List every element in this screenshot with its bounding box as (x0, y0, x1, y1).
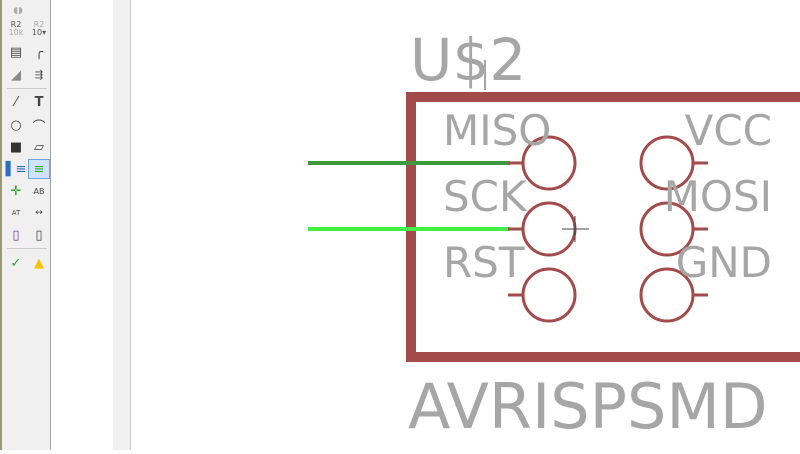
divider (7, 248, 47, 249)
value2-label: R2 (33, 20, 45, 29)
pin-label-sck: SCK (443, 172, 528, 221)
text-icon[interactable]: T (34, 94, 44, 110)
scrollbar[interactable] (113, 0, 131, 450)
optimize-icon[interactable]: ◢ (11, 67, 21, 83)
part-value[interactable]: AVRISPSMD (408, 370, 768, 443)
rectangle-icon[interactable]: ■ (9, 139, 23, 155)
attribute-icon[interactable]: AT (11, 209, 21, 217)
bus-icon[interactable]: ▌≡ (5, 161, 27, 177)
erc-check-icon[interactable]: ✓ (10, 255, 22, 271)
divider (7, 88, 47, 89)
wire-icon[interactable]: ⁄ (14, 94, 18, 110)
net-icon[interactable]: ≡ (28, 159, 50, 179)
part-name[interactable]: U$2 (410, 26, 526, 94)
pin-label-mosi: MOSI (664, 172, 772, 221)
schematic-canvas[interactable]: U$2 MISO SCK RST VCC MOSI GND AVRISPSMD (131, 0, 800, 450)
frame2-icon[interactable]: ▯ (35, 227, 43, 243)
cursor-crosshair (562, 216, 589, 242)
circle-icon[interactable]: ○ (10, 117, 22, 133)
label-icon[interactable]: AB (33, 186, 45, 196)
warning-icon[interactable]: ▲ (34, 255, 44, 271)
pin-label-gnd: GND (676, 238, 772, 287)
pin-label-vcc: VCC (685, 106, 772, 155)
side-panel (52, 0, 113, 450)
dimension-icon[interactable]: ↔ (35, 208, 43, 218)
polygon-icon[interactable]: ▱ (34, 139, 44, 155)
value-sub: 10k (8, 28, 24, 37)
split-icon[interactable]: ◖◗ (13, 6, 23, 16)
frame-icon[interactable]: ▯ (12, 227, 20, 243)
miter-icon[interactable]: ╭ (35, 44, 43, 60)
pin-rst[interactable] (521, 267, 577, 323)
schematic-drawing: U$2 MISO SCK RST VCC MOSI GND AVRISPSMD (308, 26, 800, 443)
pin-label-rst: RST (443, 238, 525, 287)
pin-label-miso: MISO (443, 106, 551, 155)
value2-sub: 10▾ (31, 28, 47, 37)
replace-icon[interactable]: ▤ (9, 44, 23, 60)
arc-icon[interactable]: ⌒ (32, 119, 46, 135)
gateswap-icon[interactable]: ⇶ (34, 69, 44, 81)
value-label: R2 (10, 20, 22, 29)
junction-icon[interactable]: ✛ (10, 183, 22, 199)
